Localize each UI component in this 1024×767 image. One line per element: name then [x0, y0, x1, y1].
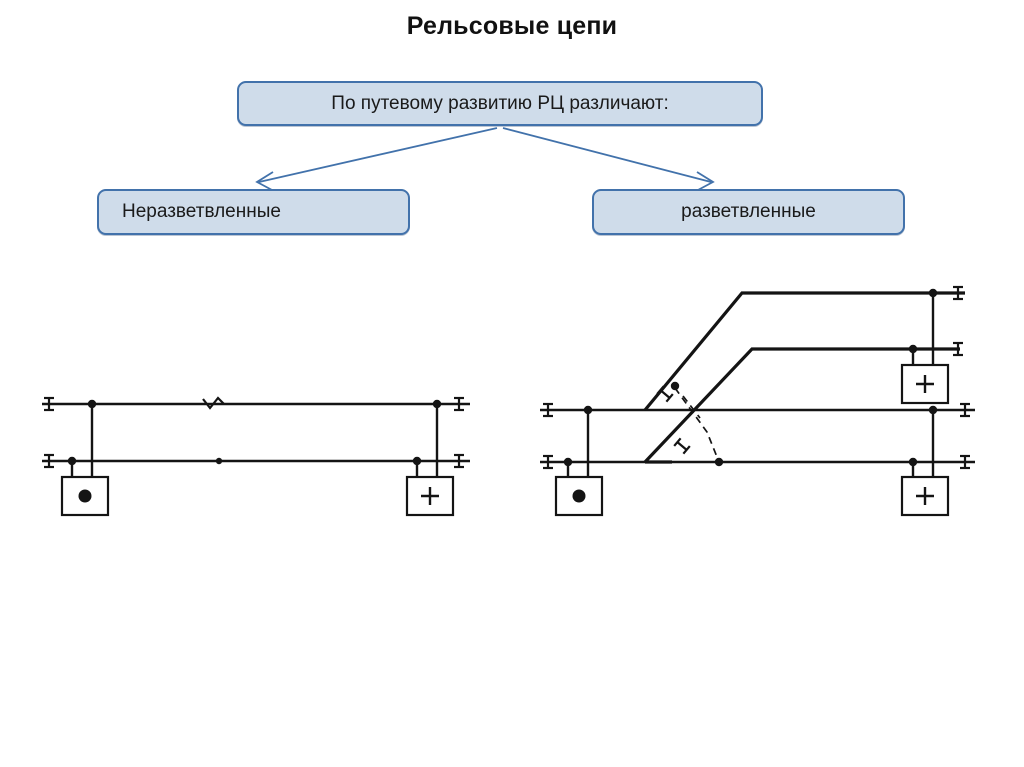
receiver-box[interactable] — [554, 475, 604, 517]
insulated-joint-icon — [44, 453, 54, 469]
rail-bond-mark — [215, 457, 223, 465]
flow-branch-label-unbranched: Неразветвленные — [122, 201, 281, 222]
feeder-symbol-icon — [916, 487, 934, 505]
receiver-symbol-icon — [78, 489, 92, 503]
connection-node — [928, 288, 938, 298]
connection-node — [714, 457, 724, 467]
connection-node — [412, 456, 422, 466]
diagram-unbranched — [42, 396, 470, 517]
flow-branch-label-branched: разветвленные — [681, 201, 816, 222]
rail-bond-mark — [202, 396, 225, 410]
insulated-joint-icon — [454, 396, 464, 412]
page-title: Рельсовые цепи — [406, 12, 618, 40]
insulated-joint-icon — [953, 285, 963, 301]
insulated-joint-icon — [454, 453, 464, 469]
arrow-to-right-branch — [502, 127, 715, 191]
insulated-joint-icon — [44, 396, 54, 412]
dashed-jumper — [674, 387, 720, 463]
connection-node — [670, 381, 680, 391]
flow-branch-box-branched[interactable]: разветвленные — [592, 189, 905, 235]
insulated-joint-icon — [960, 402, 970, 418]
flow-branch-box-unbranched[interactable]: Неразветвленные — [97, 189, 410, 235]
feeder-box[interactable] — [900, 363, 950, 405]
diagram-branched — [540, 285, 975, 517]
connection-node — [908, 457, 918, 467]
insulated-joint-icon — [673, 437, 691, 455]
connection-node — [87, 399, 97, 409]
connection-node — [67, 456, 77, 466]
feeder-box[interactable] — [405, 475, 455, 517]
flow-root-label: По путевому развитию РЦ различают: — [331, 92, 669, 114]
insulated-joint-icon — [543, 454, 553, 470]
insulated-joint-icon — [543, 402, 553, 418]
branch-track-upper — [643, 291, 965, 412]
receiver-symbol-icon — [572, 489, 586, 503]
arrow-to-left-branch — [255, 127, 498, 191]
connection-node — [563, 457, 573, 467]
branch-track-lower — [643, 347, 960, 464]
insulated-joint-icon — [960, 454, 970, 470]
connection-node — [928, 405, 938, 415]
insulated-joint-icon — [656, 385, 674, 403]
connection-node — [908, 344, 918, 354]
feeder-symbol-icon — [421, 487, 439, 505]
feeder-symbol-icon — [916, 375, 934, 393]
flow-root-box[interactable]: По путевому развитию РЦ различают: — [237, 81, 763, 126]
connection-node — [432, 399, 442, 409]
connection-node — [583, 405, 593, 415]
feeder-box[interactable] — [900, 475, 950, 517]
insulated-joint-icon — [953, 341, 963, 357]
dashed-jumper — [682, 395, 701, 419]
receiver-box[interactable] — [60, 475, 110, 517]
